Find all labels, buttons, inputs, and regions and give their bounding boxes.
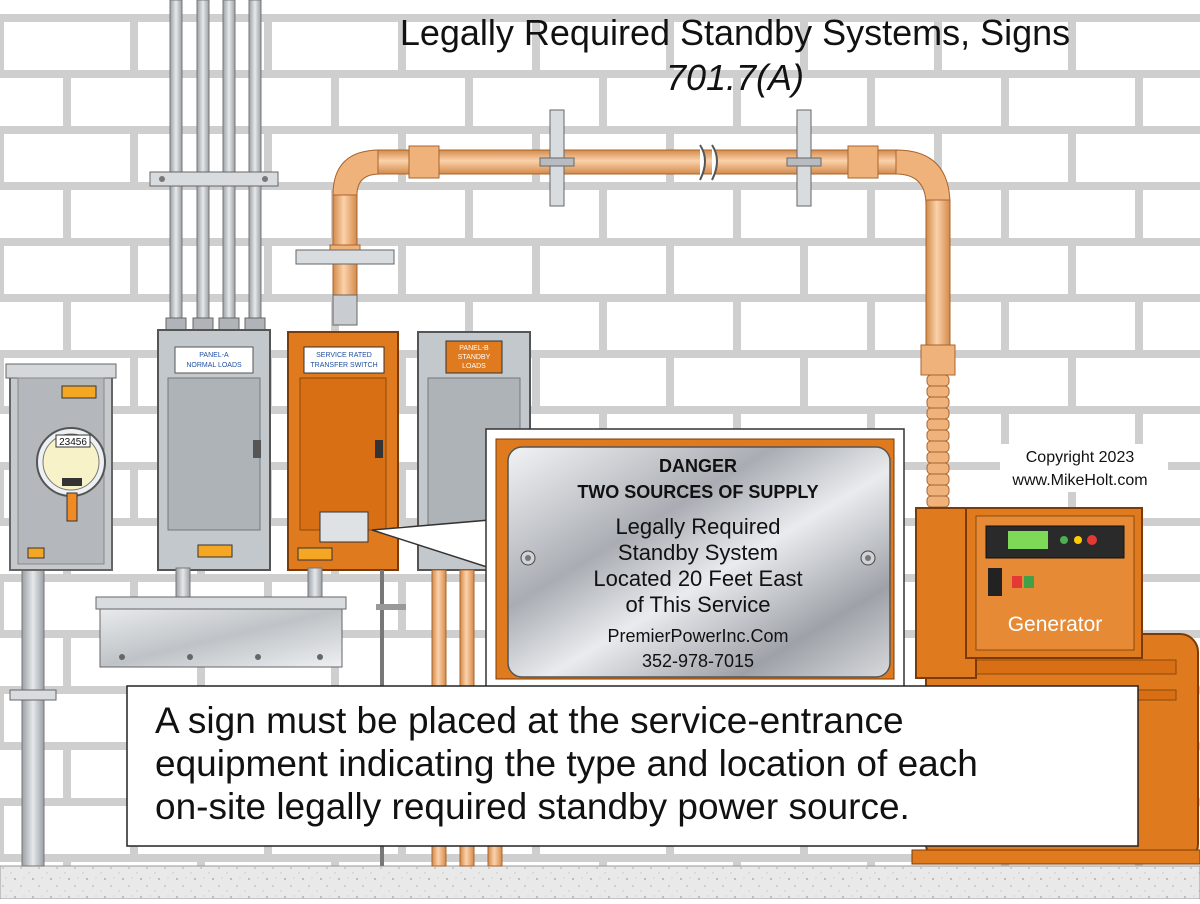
danger-sign: DANGER TWO SOURCES OF SUPPLY Legally Req… <box>485 428 905 690</box>
panel-b-label-3: LOADS <box>462 363 486 370</box>
sign-body-line: Located 20 Feet East <box>593 566 802 591</box>
transfer-switch-label-1: SERVICE RATED <box>316 352 372 359</box>
flexible-conduit <box>926 374 950 508</box>
sign-heading-danger: DANGER <box>659 456 737 476</box>
caption-line: on-site legally required standby power s… <box>155 786 910 827</box>
concrete-floor <box>0 865 1200 900</box>
caption-box: A sign must be placed at the service-ent… <box>126 685 1139 847</box>
transfer-switch-label-2: TRANSFER SWITCH <box>310 362 377 369</box>
caption-line: A sign must be placed at the service-ent… <box>155 700 904 741</box>
meter-enclosure: 23456 <box>5 363 117 571</box>
sign-company: PremierPowerInc.Com <box>607 626 788 646</box>
panel-b-label-1: PANEL-B <box>459 345 489 352</box>
panel-b-label-2: STANDBY <box>458 354 491 361</box>
panel-a-label-2: NORMAL LOADS <box>186 362 242 369</box>
caption-line: equipment indicating the type and locati… <box>155 743 978 784</box>
sign-body-line: of This Service <box>625 592 770 617</box>
panel-a-label-1: PANEL-A <box>199 352 229 359</box>
copyright-line-2: www.MikeHolt.com <box>1011 472 1147 489</box>
page-title: Legally Required Standby Systems, Signs <box>400 12 1070 53</box>
copyright-line-1: Copyright 2023 <box>1026 449 1135 466</box>
code-reference: 701.7(A) <box>666 57 804 98</box>
sign-body-line: Legally Required <box>615 514 780 539</box>
generator-label: Generator <box>1008 613 1103 636</box>
transfer-switch: SERVICE RATED TRANSFER SWITCH <box>287 331 399 571</box>
meter-reading: 23456 <box>59 437 87 448</box>
strut-supports <box>295 109 822 265</box>
meter-riser <box>21 567 45 867</box>
wireway-trough <box>95 567 347 668</box>
sign-body-line: Standby System <box>618 540 778 565</box>
panel-a: PANEL-A NORMAL LOADS <box>157 329 271 571</box>
sign-heading-sources: TWO SOURCES OF SUPPLY <box>577 482 818 502</box>
sign-phone: 352-978-7015 <box>642 651 754 671</box>
